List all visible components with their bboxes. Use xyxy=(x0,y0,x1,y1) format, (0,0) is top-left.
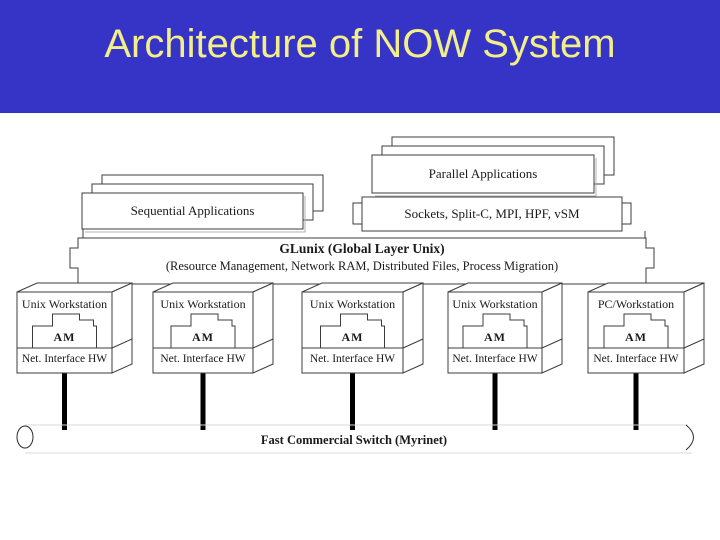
slide-title: Architecture of NOW System xyxy=(104,22,616,66)
box-right-face xyxy=(683,282,705,374)
sequential-applications-box xyxy=(81,192,304,230)
net-interface-box xyxy=(447,347,543,374)
box-side-divider xyxy=(252,338,274,349)
am-label: AM xyxy=(341,330,364,344)
box-side-divider xyxy=(541,338,563,349)
box-right-face xyxy=(252,282,274,374)
net-interface-label: Net. Interface HW xyxy=(452,353,538,365)
middleware-label: Sockets, Split-C, MPI, HPF, vSM xyxy=(404,206,580,221)
am-shape xyxy=(462,313,528,349)
am-label: AM xyxy=(192,330,214,344)
net-interface-label: Net. Interface HW xyxy=(309,353,396,365)
switch-right-end xyxy=(685,424,694,451)
workstation-label: Unix Workstation xyxy=(160,297,246,311)
box-right-face xyxy=(541,282,563,374)
parallel-applications-stack xyxy=(371,136,615,197)
box-shadow xyxy=(375,158,597,197)
am-shape xyxy=(32,313,97,349)
box-side-divider xyxy=(402,338,424,349)
am-label: AM xyxy=(53,330,76,344)
net-interface-box xyxy=(16,347,113,374)
parallel-applications-box xyxy=(371,154,595,194)
middleware-box-group xyxy=(352,196,632,232)
box-side-divider xyxy=(111,338,133,349)
workstation-label: Unix Workstation xyxy=(452,297,538,311)
glunix-subtitle: (Resource Management, Network RAM, Distr… xyxy=(165,259,559,273)
am-label: AM xyxy=(484,330,506,344)
workstation-label: Unix Workstation xyxy=(21,297,108,311)
am-label: AM xyxy=(625,330,647,344)
left-bracket xyxy=(352,202,362,225)
box-side-divider xyxy=(683,338,705,349)
net-interface-box xyxy=(587,347,685,374)
net-interface-box xyxy=(152,347,254,374)
parallel-applications-label: Parallel Applications xyxy=(428,166,538,181)
right-bracket xyxy=(622,202,632,225)
glunix-title: GLunix (Global Layer Unix) xyxy=(279,241,445,256)
am-shape xyxy=(170,313,236,349)
switch-label: Fast Commercial Switch (Myrinet) xyxy=(260,433,448,447)
title-bar: Architecture of NOW System xyxy=(0,0,720,113)
am-shape xyxy=(603,313,669,349)
am-shape xyxy=(320,313,385,349)
switch-group xyxy=(16,424,694,454)
net-interface-label: Net. Interface HW xyxy=(593,353,679,365)
box-right-face xyxy=(111,282,133,374)
net-interface-box xyxy=(301,347,404,374)
box-shadow xyxy=(85,196,306,233)
workstation-row xyxy=(16,282,705,430)
switch-left-end xyxy=(16,425,34,449)
middleware-box xyxy=(361,196,623,232)
net-interface-label: Net. Interface HW xyxy=(21,353,108,365)
net-interface-label: Net. Interface HW xyxy=(160,353,246,365)
sequential-applications-label: Sequential Applications xyxy=(130,203,255,218)
box-right-face xyxy=(402,282,424,374)
workstation-label: PC/Workstation xyxy=(597,297,675,311)
sequential-applications-stack xyxy=(81,174,324,233)
workstation-label: Unix Workstation xyxy=(309,297,396,311)
